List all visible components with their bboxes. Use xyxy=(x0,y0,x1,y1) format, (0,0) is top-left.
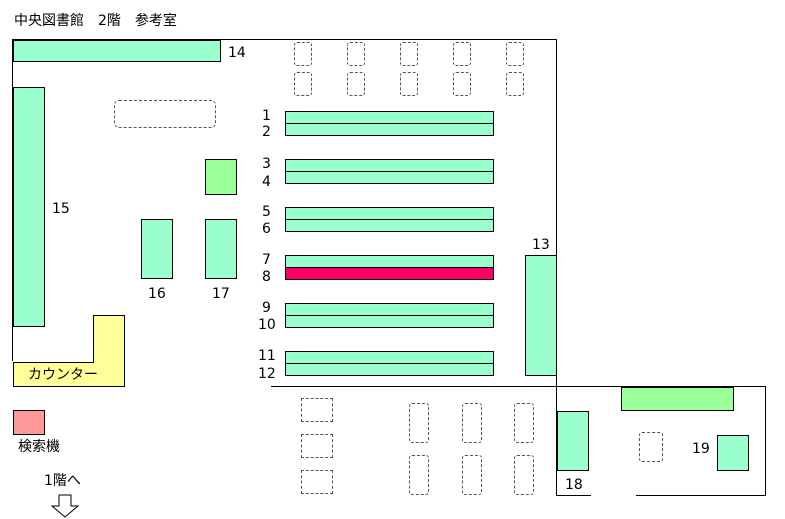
shelf-1-label: 1 xyxy=(262,108,271,124)
down-arrow-icon[interactable] xyxy=(50,494,80,518)
shelf-5-label: 5 xyxy=(262,204,271,220)
kiosk-label: 検索機 xyxy=(18,439,60,455)
shelf-17[interactable] xyxy=(205,219,237,279)
counter-vertical xyxy=(93,315,125,365)
shelf-16[interactable] xyxy=(141,219,173,279)
shelf-13[interactable] xyxy=(525,255,557,376)
counter-label: カウンター xyxy=(28,367,98,383)
counter xyxy=(13,362,125,387)
counter-joint xyxy=(94,360,124,366)
shelf-12-label: 12 xyxy=(258,366,276,382)
shelf-11-label: 11 xyxy=(258,348,276,364)
shelf-18-label: 18 xyxy=(565,477,583,493)
shelf-12[interactable] xyxy=(285,363,494,376)
shelf-19-label: 19 xyxy=(692,441,710,457)
shelf-14[interactable] xyxy=(13,40,221,62)
stairs-label: 1階へ xyxy=(44,473,81,489)
shelf-7-label: 7 xyxy=(262,252,271,268)
shelf-15-label: 15 xyxy=(52,201,70,217)
map-title: 中央図書館 2階 参考室 xyxy=(14,13,177,29)
shelf-2[interactable] xyxy=(285,123,494,136)
search-kiosk[interactable] xyxy=(13,410,45,435)
shelf-9-label: 9 xyxy=(262,300,271,316)
shelf-8-highlighted[interactable] xyxy=(285,267,494,280)
shelf-15[interactable] xyxy=(13,87,45,327)
shelf-8-label: 8 xyxy=(262,269,271,285)
shelf-17-label: 17 xyxy=(212,286,230,302)
shelf-13-label: 13 xyxy=(532,237,550,253)
shelf-6[interactable] xyxy=(285,219,494,232)
shelf-2-label: 2 xyxy=(262,124,271,140)
shelf-19[interactable] xyxy=(717,435,749,471)
reading-table xyxy=(114,100,216,128)
shelf-16-label: 16 xyxy=(148,286,166,302)
shelf-10-label: 10 xyxy=(258,317,276,333)
shelf-3-label: 3 xyxy=(262,156,271,172)
shelf-10[interactable] xyxy=(285,315,494,328)
study-table xyxy=(205,159,237,195)
shelf-4-label: 4 xyxy=(262,174,271,190)
shelf-18[interactable] xyxy=(557,411,589,471)
study-table-lower xyxy=(621,387,734,411)
shelf-6-label: 6 xyxy=(262,221,271,237)
shelf-14-label: 14 xyxy=(228,45,246,61)
shelf-4[interactable] xyxy=(285,171,494,184)
